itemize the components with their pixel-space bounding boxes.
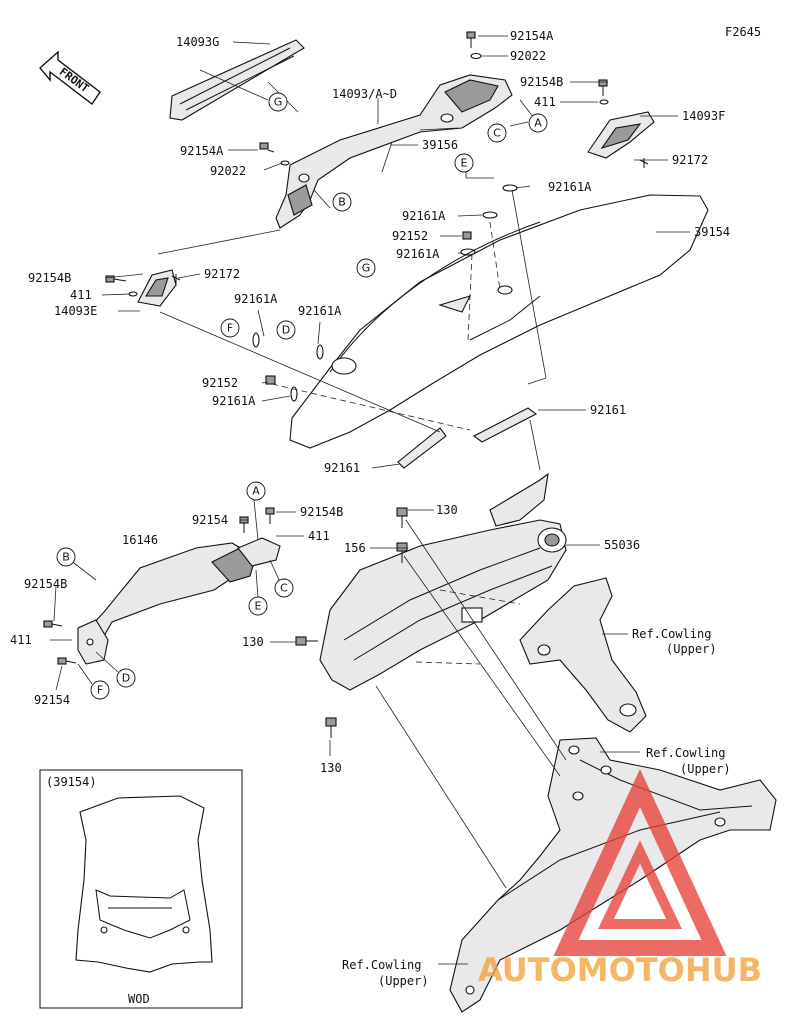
ref-letter-g: G xyxy=(268,92,288,112)
label-156: 156 xyxy=(344,541,366,555)
svg-text:A: A xyxy=(252,485,260,498)
svg-text:AUTOMOTOHUB: AUTOMOTOHUB xyxy=(478,951,762,989)
ref-letter-a-2: A xyxy=(246,481,266,501)
label-92161: 92161 xyxy=(590,403,626,417)
svg-text:B: B xyxy=(338,196,346,209)
rubber-strip-92161 xyxy=(397,407,538,469)
label-ref-cowling-3: Ref.Cowling xyxy=(342,958,421,972)
ref-letter-d: D xyxy=(276,320,296,340)
inset-box: (39154) WOD xyxy=(39,769,243,1009)
part-labels: 14093G 92154A 92022 92154B 411 14093/A~D… xyxy=(10,29,731,988)
label-92154b-2: 92154B xyxy=(28,271,71,285)
svg-text:D: D xyxy=(282,324,290,337)
svg-text:D: D xyxy=(122,672,130,685)
svg-text:C: C xyxy=(280,582,288,595)
visor-bracket-16146 xyxy=(77,537,281,665)
ref-letter-f-2: F xyxy=(90,680,110,700)
ref-letter-c-2: C xyxy=(274,578,294,598)
inset-caption: WOD xyxy=(128,992,150,1006)
cowling-stay xyxy=(519,577,647,733)
ref-letter-b-2: B xyxy=(56,547,76,567)
label-130-2: 130 xyxy=(242,635,264,649)
label-130-3: 130 xyxy=(320,761,342,775)
label-14093g: 14093G xyxy=(176,35,219,49)
ref-letter-g-2: G xyxy=(356,258,376,278)
label-92022: 92022 xyxy=(510,49,546,63)
label-ref-cowling-upper-1: (Upper) xyxy=(666,642,717,656)
ref-letter-f: F xyxy=(220,318,240,338)
ref-letter-a: A xyxy=(528,113,548,133)
svg-text:E: E xyxy=(255,600,262,613)
label-14093e: 14093E xyxy=(54,304,97,318)
label-ref-cowling-upper-3: (Upper) xyxy=(378,974,429,988)
label-ref-cowling-2: Ref.Cowling xyxy=(646,746,725,760)
bracket-14093f xyxy=(587,111,655,159)
bracket-14093e xyxy=(137,269,177,307)
ref-letter-e-2: E xyxy=(248,596,268,616)
svg-text:B: B xyxy=(62,551,70,564)
label-92152: 92152 xyxy=(392,229,428,243)
label-39154: 39154 xyxy=(694,225,730,239)
label-92161a: 92161A xyxy=(548,180,592,194)
ref-letter-d-2: D xyxy=(116,668,136,688)
label-92161a-3: 92161A xyxy=(396,247,440,261)
svg-text:G: G xyxy=(274,96,283,109)
label-92161a-6: 92161A xyxy=(212,394,256,408)
label-92154a-2: 92154A xyxy=(180,144,224,158)
label-92172: 92172 xyxy=(672,153,708,167)
windshield-39154 xyxy=(289,194,709,449)
svg-text:E: E xyxy=(461,157,468,170)
label-92161-2: 92161 xyxy=(324,461,360,475)
label-14093-ad: 14093/A~D xyxy=(332,87,397,101)
label-92022-2: 92022 xyxy=(210,164,246,178)
figure-code: F2645 xyxy=(725,25,761,39)
label-ref-cowling-upper-2: (Upper) xyxy=(680,762,731,776)
label-411-4: 411 xyxy=(10,633,32,647)
label-92172-2: 92172 xyxy=(204,267,240,281)
label-92161a-5: 92161A xyxy=(298,304,342,318)
svg-text:C: C xyxy=(493,127,501,140)
label-16146: 16146 xyxy=(122,533,158,547)
label-411: 411 xyxy=(534,95,556,109)
label-92161a-2: 92161A xyxy=(402,209,446,223)
ref-letter-c: C xyxy=(487,123,507,143)
ref-letter-b: B xyxy=(332,192,352,212)
upper-bracket-14093 xyxy=(275,74,513,229)
front-marker: FRONT xyxy=(39,50,101,106)
svg-text:F: F xyxy=(227,322,233,335)
inset-title: (39154) xyxy=(46,775,97,789)
svg-text:A: A xyxy=(534,117,542,130)
label-14093f: 14093F xyxy=(682,109,725,123)
ref-letter-e: E xyxy=(454,153,474,173)
visor-14093g xyxy=(169,39,305,121)
label-411-2: 411 xyxy=(70,288,92,302)
watermark-logo: AUTOMOTOHUB xyxy=(478,768,762,989)
leader-lines xyxy=(50,35,690,965)
label-92154: 92154 xyxy=(192,513,228,527)
fastener-screws xyxy=(105,31,649,402)
label-92154b-3: 92154B xyxy=(300,505,343,519)
svg-text:F: F xyxy=(97,684,103,697)
label-130: 130 xyxy=(436,503,458,517)
lower-frame xyxy=(449,737,777,1013)
label-92154-2: 92154 xyxy=(34,693,70,707)
reference-letters: G A C E B G F D A C E B D F xyxy=(56,92,548,700)
label-92154a: 92154A xyxy=(510,29,554,43)
svg-text:G: G xyxy=(362,262,371,275)
label-411-3: 411 xyxy=(308,529,330,543)
label-39156: 39156 xyxy=(422,138,458,152)
label-92152-2: 92152 xyxy=(202,376,238,390)
label-92161a-4: 92161A xyxy=(234,292,278,306)
label-92154b: 92154B xyxy=(520,75,563,89)
label-92154b-4: 92154B xyxy=(24,577,67,591)
label-55036: 55036 xyxy=(604,538,640,552)
label-ref-cowling-1: Ref.Cowling xyxy=(632,627,711,641)
